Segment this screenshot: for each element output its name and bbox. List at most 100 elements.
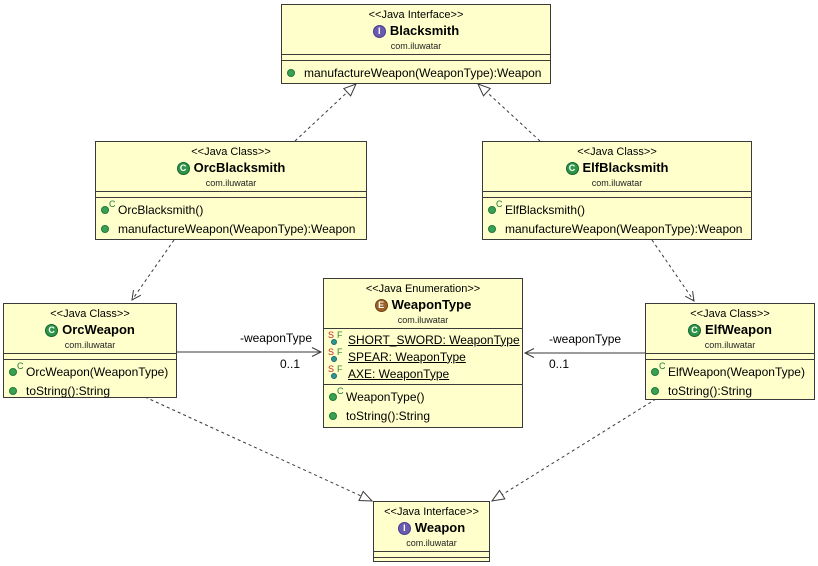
stereotype-label: <<Java Class>> [50,308,130,320]
class-node-elfblacksmith[interactable]: <<Java Class>> C ElfBlacksmith com.iluwa… [482,141,752,240]
constructor-icon [8,362,24,379]
static-final-field-icon [328,331,344,347]
fields-compartment [374,551,489,557]
class-name: ElfBlacksmith [582,160,669,175]
constructor-row: WeaponType() [324,387,522,406]
class-name: Weapon [414,520,466,535]
package-name: com.iluwatar [591,178,643,188]
method-label: manufactureWeapon(WeaponType):Weapon [505,221,743,236]
enum-node-weapontype[interactable]: <<Java Enumeration>> E WeaponType com.il… [323,278,523,428]
fields-compartment [96,191,366,197]
method-row: toString():String [324,406,522,425]
class-node-blacksmith[interactable]: <<Java Interface>> I Blacksmith com.iluw… [281,4,551,84]
methods-compartment: ElfBlacksmith() manufactureWeapon(Weapon… [483,197,751,240]
public-method-icon [8,384,22,398]
method-label: OrcWeapon(WeaponType) [26,364,169,379]
association-role-label: -weaponType [239,331,312,345]
methods-compartment: manufactureWeapon(WeaponType):Weapon [282,60,550,84]
methods-compartment [374,557,489,563]
method-label: WeaponType() [346,389,425,404]
class-icon: C [688,323,702,337]
package-name: com.iluwatar [704,340,756,350]
class-node-weapon[interactable]: <<Java Interface>> I Weapon com.iluwatar [373,501,490,562]
public-method-icon [650,384,664,398]
stereotype-label: <<Java Enumeration>> [365,283,481,295]
node-header: <<Java Class>> C ElfWeapon com.iluwatar [646,304,814,353]
constructor-icon [650,362,666,379]
class-node-orcweapon[interactable]: <<Java Class>> C OrcWeapon com.iluwatar … [3,303,177,398]
method-label: manufactureWeapon(WeaponType):Weapon [118,221,356,236]
node-header: <<Java Class>> C OrcBlacksmith com.iluwa… [96,142,366,191]
method-label: ElfWeapon(WeaponType) [668,364,805,379]
field-label: SHORT_SWORD: WeaponType [348,332,520,347]
public-method-icon [100,222,114,236]
enum-icon: E [374,298,388,312]
association-multiplicity-label: 0..1 [549,357,570,371]
package-name: com.iluwatar [205,178,257,188]
field-row: AXE: WeaponType [324,365,522,382]
dependency-orcblacksmith-orcweapon[interactable] [131,239,175,301]
methods-compartment: OrcWeapon(WeaponType) toString():String [4,359,176,402]
method-row: manufactureWeapon(WeaponType):Weapon [483,219,751,238]
field-label: AXE: WeaponType [348,366,450,381]
constructor-icon [100,200,116,217]
constructor-row: OrcBlacksmith() [96,200,366,219]
class-node-elfweapon[interactable]: <<Java Class>> C ElfWeapon com.iluwatar … [645,303,815,400]
method-label: OrcBlacksmith() [118,202,204,217]
fields-compartment: SHORT_SWORD: WeaponType SPEAR: WeaponTyp… [324,328,522,384]
package-name: com.iluwatar [406,538,457,548]
fields-compartment [4,353,176,359]
method-row: manufactureWeapon(WeaponType):Weapon [282,63,550,82]
package-name: com.iluwatar [390,41,442,51]
constructor-row: ElfWeapon(WeaponType) [646,362,814,381]
node-header: <<Java Class>> C ElfBlacksmith com.iluwa… [483,142,751,191]
node-header: <<Java Enumeration>> E WeaponType com.il… [324,279,522,328]
class-name: OrcWeapon [62,322,135,337]
realization-elfblacksmith-blacksmith[interactable] [478,84,541,142]
node-header: <<Java Interface>> I Blacksmith com.iluw… [282,5,550,54]
class-node-orcblacksmith[interactable]: <<Java Class>> C OrcBlacksmith com.iluwa… [95,141,367,240]
field-row: SPEAR: WeaponType [324,348,522,365]
constructor-icon [487,200,503,217]
interface-icon: I [372,24,386,38]
realization-orcblacksmith-blacksmith[interactable] [294,84,356,142]
fields-compartment [483,191,751,197]
association-multiplicity-label: 0..1 [280,357,301,371]
method-row: toString():String [646,381,814,400]
methods-compartment: WeaponType() toString():String [324,384,522,427]
dependency-elfblacksmith-elfweapon[interactable] [651,239,695,302]
method-label: manufactureWeapon(WeaponType):Weapon [304,65,542,80]
class-icon: C [176,161,190,175]
constructor-row: ElfBlacksmith() [483,200,751,219]
field-label: SPEAR: WeaponType [348,349,466,364]
stereotype-label: <<Java Interface>> [384,506,479,518]
public-method-icon [286,66,300,80]
static-final-field-icon [328,365,344,381]
method-label: ElfBlacksmith() [505,202,586,217]
constructor-row: OrcWeapon(WeaponType) [4,362,176,381]
association-role-label: -weaponType [549,332,622,346]
stereotype-label: <<Java Class>> [191,146,271,158]
method-label: toString():String [346,408,431,423]
method-label: toString():String [668,383,753,398]
class-icon: C [565,161,579,175]
class-name: Blacksmith [389,23,460,38]
class-name: OrcBlacksmith [193,160,286,175]
methods-compartment: OrcBlacksmith() manufactureWeapon(Weapon… [96,197,366,240]
stereotype-label: <<Java Interface>> [368,9,464,21]
static-final-field-icon [328,348,344,364]
field-row: SHORT_SWORD: WeaponType [324,331,522,348]
realization-elfweapon-weapon[interactable] [492,398,657,501]
public-method-icon [487,222,501,236]
package-name: com.iluwatar [64,340,116,350]
stereotype-label: <<Java Class>> [577,146,657,158]
package-name: com.iluwatar [397,315,449,325]
node-header: <<Java Interface>> I Weapon com.iluwatar [374,502,489,551]
stereotype-label: <<Java Class>> [690,308,770,320]
fields-compartment [282,54,550,60]
method-row: toString():String [4,381,176,400]
method-row: manufactureWeapon(WeaponType):Weapon [96,219,366,238]
node-header: <<Java Class>> C OrcWeapon com.iluwatar [4,304,176,353]
